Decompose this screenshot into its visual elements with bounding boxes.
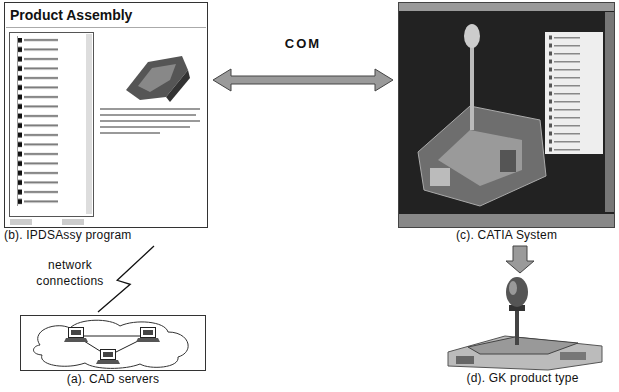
scrollbar	[86, 34, 92, 214]
laptop-icon	[136, 328, 160, 343]
text-line	[100, 108, 200, 110]
laptop-icon	[64, 328, 88, 343]
part-face	[138, 64, 176, 92]
window-frame	[5, 3, 208, 228]
product-part	[560, 352, 586, 360]
block-arrow	[213, 69, 393, 91]
block-arrow	[506, 246, 534, 273]
server-cloud	[21, 316, 206, 371]
button	[62, 219, 84, 225]
program-screenshot	[5, 3, 208, 228]
tree-panel	[545, 32, 603, 154]
caption: (b). IPDSAssy program	[4, 228, 208, 243]
caption: (a). CAD servers	[20, 372, 206, 387]
model-plate	[438, 130, 522, 186]
text-line	[100, 114, 196, 116]
product-stick	[515, 309, 519, 345]
window-title: Product Assembly	[10, 7, 132, 23]
catia-panel: (c). CATIA System	[398, 2, 615, 243]
tree-rows	[545, 34, 603, 152]
edge-label: network connections	[34, 257, 106, 289]
window-frame	[399, 3, 615, 228]
part-face	[166, 70, 190, 102]
product-panel: (d). GK product type	[440, 276, 605, 386]
model-part	[430, 168, 450, 186]
tool-bar	[605, 12, 614, 212]
caption: (c). CATIA System	[398, 228, 615, 243]
tree-panel	[10, 33, 94, 217]
catia-screenshot	[399, 3, 615, 228]
connector	[98, 246, 154, 312]
menu-bar	[399, 3, 614, 11]
status-bar	[399, 214, 614, 227]
model-part	[500, 150, 516, 172]
text-line	[100, 132, 160, 134]
edge-label: COM	[283, 36, 323, 52]
model-knob	[464, 24, 480, 48]
product-picture	[448, 277, 602, 370]
connector	[213, 69, 393, 91]
network-link	[76, 336, 148, 337]
model-stick	[470, 36, 474, 130]
model-base	[418, 106, 546, 206]
cloud-frame	[21, 316, 206, 371]
product-plate	[468, 337, 578, 354]
caption: (d). GK product type	[440, 371, 605, 386]
text-line	[100, 120, 200, 122]
lightning-link	[98, 246, 154, 312]
product-base	[448, 336, 602, 370]
server-panel: (a). CAD servers	[20, 315, 206, 387]
tree-rows	[12, 38, 90, 206]
connector	[506, 246, 534, 273]
laptop-icon	[96, 350, 120, 365]
button	[10, 219, 32, 225]
knob-highlight	[509, 281, 517, 295]
part-model	[126, 56, 188, 100]
product-knob	[506, 277, 528, 307]
text-line	[100, 126, 190, 128]
title-rule	[6, 27, 206, 28]
product-part	[456, 356, 474, 364]
cloud	[34, 320, 189, 368]
program-panel: (b). IPDSAssy program	[4, 2, 208, 243]
